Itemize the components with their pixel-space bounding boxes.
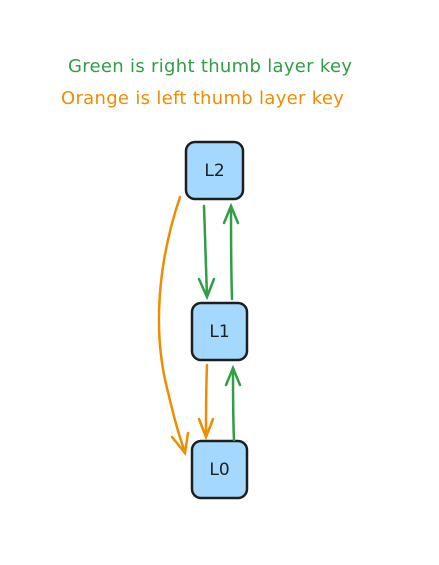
green-arrow-l1-to-l2 bbox=[222, 202, 240, 301]
node-l2-label: L2 bbox=[204, 161, 224, 181]
legend-orange-text: Orange is left thumb layer key bbox=[61, 88, 345, 109]
orange-arrow-l2-to-l0 bbox=[157, 195, 190, 456]
node-l0-label: L0 bbox=[209, 460, 229, 480]
node-l2[interactable]: L2 bbox=[184, 140, 245, 201]
green-arrow-l2-to-l1 bbox=[197, 204, 216, 301]
node-l0-box bbox=[190, 439, 249, 500]
node-l1-box bbox=[190, 301, 249, 362]
node-l1[interactable]: L1 bbox=[190, 301, 249, 362]
green-arrow-l0-to-l1 bbox=[224, 364, 242, 442]
node-l2-box bbox=[184, 140, 245, 201]
legend-green-text: Green is right thumb layer key bbox=[68, 56, 353, 77]
node-l0[interactable]: L0 bbox=[190, 439, 249, 500]
node-l1-label: L1 bbox=[209, 322, 229, 342]
orange-arrow-l1-to-l0 bbox=[197, 363, 215, 441]
